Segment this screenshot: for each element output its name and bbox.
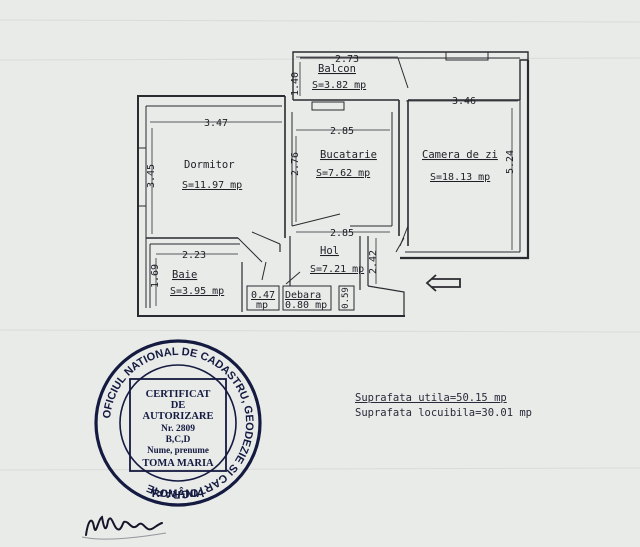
- room-area-baie: S=3.95 mp: [170, 286, 224, 297]
- dim-camera-depth: 5.24: [505, 150, 516, 174]
- dim-hol-depth: 2.42: [368, 250, 379, 274]
- authorization-stamp: OFICIUL NATIONAL DE CADASTRU, GEODEZIE S…: [94, 339, 262, 507]
- room-name-debara: Debara: [285, 290, 321, 301]
- stamp-certificat: CERTIFICAT: [146, 389, 211, 400]
- suprafata-locuibila: Suprafata locuibila=30.01 mp: [355, 407, 533, 419]
- dim-baie-width: 2.23: [182, 250, 206, 261]
- stamp-ring-text: OFICIUL NATIONAL DE CADASTRU, GEODEZIE S…: [101, 346, 255, 500]
- entry-arrow-icon: [425, 274, 461, 292]
- room-area-balcon: S=3.82 mp: [312, 80, 366, 91]
- room-area-wc: 0.47: [251, 290, 275, 301]
- room-name-baie: Baie: [172, 269, 197, 281]
- stamp-nume: TOMA MARIA: [142, 458, 214, 469]
- dimension-lines: [150, 56, 518, 306]
- dim-balcon-width: 2.73: [335, 54, 359, 65]
- walls: [137, 51, 530, 317]
- room-area-debara: 0.80 mp: [285, 300, 327, 311]
- signature: [81, 515, 167, 540]
- stamp-country: ROMÂNIA: [152, 487, 205, 500]
- dim-balcon-depth: 1.40: [290, 72, 301, 96]
- paper-texture: [0, 19, 640, 471]
- room-unit-wc: mp: [256, 300, 268, 311]
- room-area-bucatarie: S=7.62 mp: [316, 168, 370, 179]
- dim-dormitor-depth: 3.45: [146, 164, 157, 188]
- dim-bucatarie-width: 2.85: [330, 126, 354, 137]
- dim-baie-depth: 1.69: [150, 264, 161, 288]
- room-name-camera: Camera de zi: [422, 149, 498, 161]
- stamp-categorii: B,C,D: [166, 435, 191, 445]
- dim-debara-depth: 0.59: [341, 287, 351, 309]
- room-name-bucatarie: Bucatarie: [320, 149, 377, 161]
- dim-bucatarie-depth: 2.76: [290, 152, 301, 176]
- stamp-nr: Nr. 2809: [161, 424, 195, 434]
- suprafata-utila: Suprafata utila=50.15 mp: [355, 392, 507, 404]
- stamp-de: DE: [171, 400, 186, 411]
- stamp-autorizare: AUTORIZARE: [143, 411, 214, 422]
- dim-camera-width: 3.46: [452, 96, 476, 107]
- room-name-balcon: Balcon: [318, 63, 356, 75]
- room-area-hol: S=7.21 mp: [310, 264, 364, 275]
- room-area-dormitor: S=11.97 mp: [182, 180, 242, 191]
- stamp-nume-label: Nume, prenume: [147, 445, 209, 455]
- room-name-dormitor: Dormitor: [184, 159, 235, 171]
- room-name-hol: Hol: [320, 245, 339, 257]
- surface-summary: Suprafata utila=50.15 mp Suprafata locui…: [355, 391, 532, 421]
- dim-hol-width: 2.85: [330, 228, 354, 239]
- room-area-camera: S=18.13 mp: [430, 172, 490, 183]
- dim-dormitor-width: 3.47: [204, 118, 228, 129]
